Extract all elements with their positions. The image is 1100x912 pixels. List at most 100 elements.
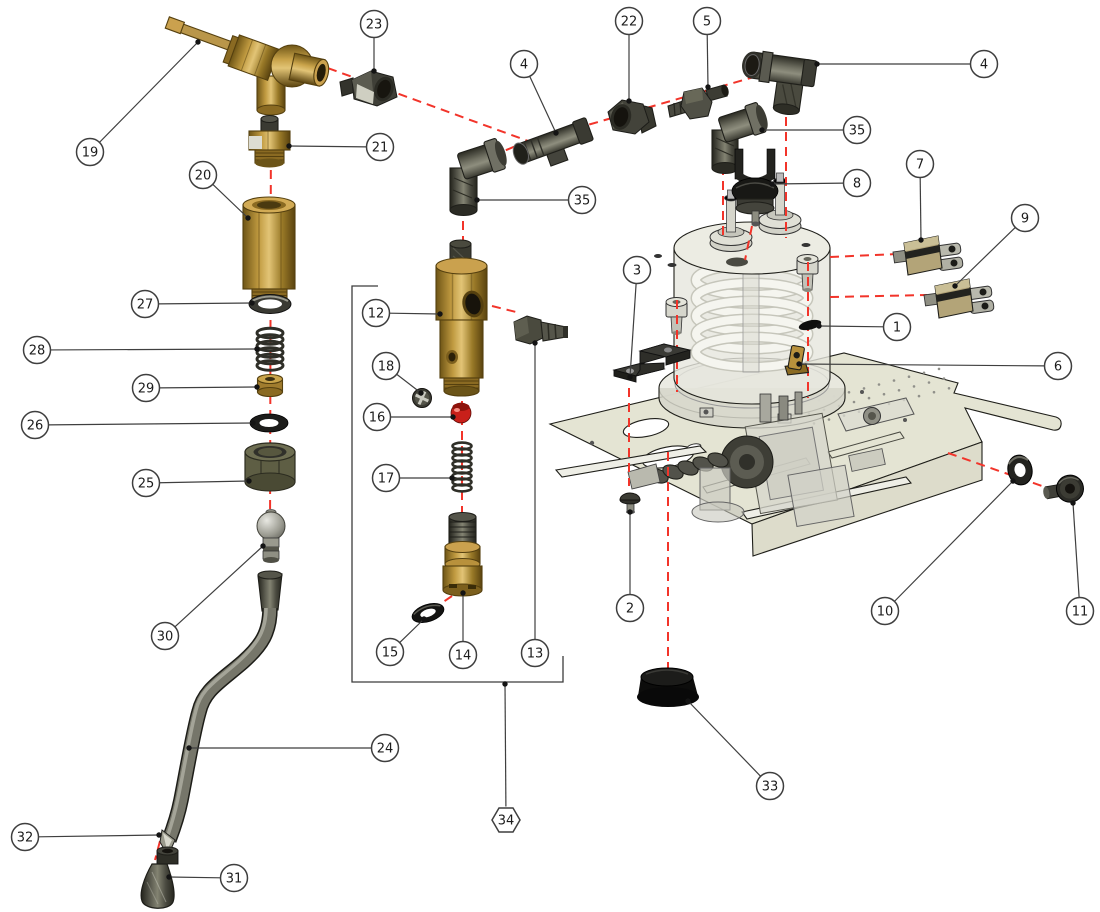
callout-14: 14 (448, 590, 478, 670)
svg-text:32: 32 (17, 831, 34, 846)
svg-text:11: 11 (1072, 605, 1089, 620)
svg-text:33: 33 (762, 780, 779, 795)
svg-text:35: 35 (574, 194, 591, 209)
pump-solenoid-assembly (627, 391, 915, 528)
svg-text:24: 24 (377, 742, 394, 757)
callout-33: 33 (685, 698, 785, 801)
valve-stem (164, 16, 280, 81)
svg-text:2: 2 (626, 602, 634, 617)
callout-2: 2 (615, 509, 645, 623)
callout-12: 12 (361, 298, 443, 328)
valve-seat-14 (442, 511, 483, 597)
grouping-bracket (351, 285, 564, 683)
callout-3: 3 (622, 255, 652, 380)
svg-text:25: 25 (138, 477, 155, 492)
tee-fitting (512, 117, 594, 167)
bushing-29 (256, 373, 284, 398)
svg-text:35: 35 (849, 124, 866, 139)
callout-15: 15 (375, 616, 427, 667)
callout-29: 29 (131, 373, 260, 403)
plate-front-flange (751, 441, 983, 557)
rubber-cap-33 (637, 667, 699, 707)
ribbed-hose (627, 452, 729, 490)
boiler-mounting-screw-right (796, 254, 819, 292)
callout-30: 30 (150, 543, 266, 651)
svg-text:34: 34 (498, 814, 515, 829)
callout-28: 28 (22, 335, 260, 365)
svg-text:5: 5 (703, 15, 711, 30)
thermostat-8 (731, 148, 779, 227)
screw-18 (412, 388, 432, 408)
barb-fitting-13 (513, 315, 568, 345)
callout-5: 5 (692, 6, 722, 90)
o-ring-26 (249, 413, 289, 433)
svg-text:27: 27 (137, 298, 154, 313)
valve-nut-25 (244, 442, 296, 492)
thermostat-7 (892, 235, 964, 276)
svg-text:8: 8 (853, 177, 861, 192)
callout-13: 13 (520, 340, 550, 668)
callout-24: 24 (186, 733, 400, 763)
callout-7: 7 (905, 149, 935, 243)
washer-10 (1007, 454, 1033, 486)
callout-32: 32 (10, 822, 162, 852)
svg-text:29: 29 (138, 382, 155, 397)
spring-28 (255, 326, 285, 372)
svg-text:15: 15 (382, 646, 399, 661)
svg-text:6: 6 (1054, 360, 1062, 375)
compression-nut (339, 70, 398, 107)
svg-text:26: 26 (27, 419, 44, 434)
callout-1: 1 (816, 312, 912, 342)
callout-35: 35 (474, 185, 597, 215)
svg-text:9: 9 (1021, 212, 1029, 227)
callout-27: 27 (130, 289, 255, 319)
svg-text:17: 17 (378, 472, 395, 487)
elbow-fitting-4 (742, 50, 818, 116)
callout-17: 17 (371, 463, 455, 493)
callout-34: 34 (491, 681, 521, 833)
gasket-1 (798, 319, 822, 331)
steam-nozzle-31 (140, 846, 179, 909)
callout-16: 16 (362, 402, 456, 432)
svg-text:20: 20 (195, 169, 212, 184)
svg-text:10: 10 (877, 605, 894, 620)
callout-8: 8 (769, 168, 872, 198)
callout-11: 11 (1065, 500, 1095, 626)
svg-text:30: 30 (157, 630, 174, 645)
svg-text:22: 22 (621, 15, 638, 30)
svg-text:23: 23 (366, 18, 383, 33)
elbow-fitting-35-right (711, 102, 768, 175)
svg-text:19: 19 (82, 146, 99, 161)
callout-20: 20 (188, 160, 251, 221)
callout-31: 31 (166, 863, 249, 893)
callout-23: 23 (359, 9, 389, 74)
svg-text:12: 12 (368, 307, 385, 322)
svg-text:21: 21 (372, 141, 389, 156)
svg-text:16: 16 (369, 411, 386, 426)
callout-19: 19 (75, 39, 201, 167)
callout-35: 35 (759, 115, 872, 145)
callout-9: 9 (952, 203, 1040, 289)
steam-tap-valve (164, 16, 330, 116)
brass-extension-20 (242, 196, 296, 307)
svg-text:28: 28 (29, 344, 46, 359)
svg-text:4: 4 (520, 58, 528, 73)
callout-6: 6 (796, 351, 1073, 381)
parts-layer (140, 16, 1084, 909)
valve-spring-17 (451, 441, 473, 493)
callout-26: 26 (20, 410, 256, 440)
screw-11 (1043, 474, 1084, 503)
svg-text:7: 7 (916, 158, 924, 173)
callout-10: 10 (870, 478, 1016, 626)
valve-ball-16 (450, 402, 472, 424)
svg-text:1: 1 (893, 321, 901, 336)
svg-text:13: 13 (527, 647, 544, 662)
boiler-terminal-left (709, 189, 753, 252)
elbow-fitting-35-left (449, 138, 507, 217)
callout-18: 18 (371, 351, 424, 396)
callout-4: 4 (509, 49, 559, 136)
svg-text:31: 31 (226, 872, 243, 887)
callout-25: 25 (131, 468, 252, 498)
